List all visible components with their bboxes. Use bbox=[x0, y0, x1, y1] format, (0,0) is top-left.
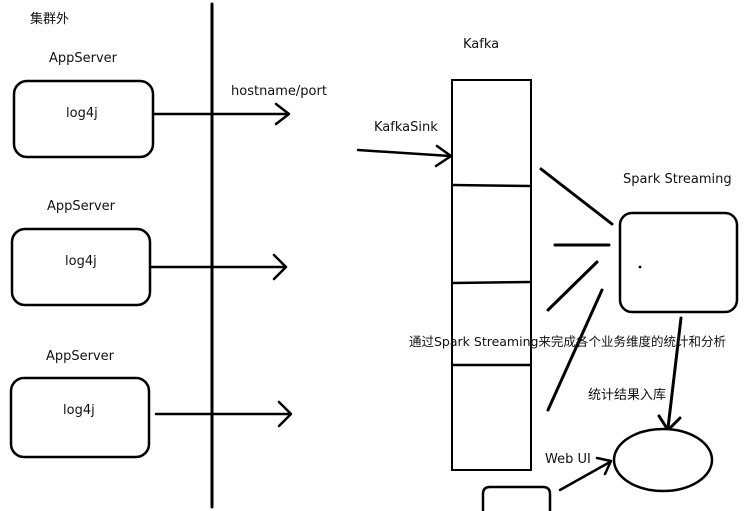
spark-streaming-box bbox=[618, 211, 739, 314]
database-ellipse bbox=[612, 427, 714, 493]
appserver-box-1 bbox=[12, 79, 155, 159]
appserver-title-2: AppServer bbox=[47, 199, 116, 214]
cluster-outside-label: 集群外 bbox=[30, 12, 70, 27]
appserver-component-3: log4j bbox=[63, 403, 95, 418]
store-results-label: 统计结果入库 bbox=[588, 388, 667, 403]
web-ui-box bbox=[481, 485, 552, 511]
appserver-component-2: log4j bbox=[65, 254, 97, 269]
arrow-appserver-2 bbox=[148, 253, 288, 281]
kafka-sink-label: KafkaSink bbox=[374, 120, 438, 135]
kafka-to-spark-line-1 bbox=[539, 167, 614, 226]
kafka-partition-divider-2 bbox=[451, 280, 532, 285]
appserver-box-3 bbox=[9, 376, 151, 459]
web-ui-label: Web UI bbox=[545, 452, 591, 467]
spark-streaming-label: Spark Streaming bbox=[623, 172, 732, 187]
arrow-webui-to-db bbox=[558, 456, 613, 492]
arrow-appserver-1 bbox=[151, 102, 291, 126]
analysis-label: 通过Spark Streaming来完成各个业务维度的统计和分析 bbox=[409, 334, 726, 349]
appserver-title-3: AppServer bbox=[46, 349, 115, 364]
hostname-port-label: hostname/port bbox=[231, 84, 327, 99]
kafka-partition-divider-1 bbox=[451, 183, 532, 188]
appserver-component-1: log4j bbox=[66, 106, 98, 121]
kafka-to-spark-line-4 bbox=[546, 288, 604, 412]
kafka-column bbox=[451, 79, 532, 471]
kafka-label: Kafka bbox=[463, 37, 500, 52]
arrow-kafkasink bbox=[356, 144, 453, 168]
appserver-title-1: AppServer bbox=[49, 51, 118, 66]
spark-streaming-dot bbox=[638, 265, 642, 269]
kafka-to-spark-line-3 bbox=[546, 260, 599, 312]
arrow-appserver-3 bbox=[154, 400, 293, 428]
